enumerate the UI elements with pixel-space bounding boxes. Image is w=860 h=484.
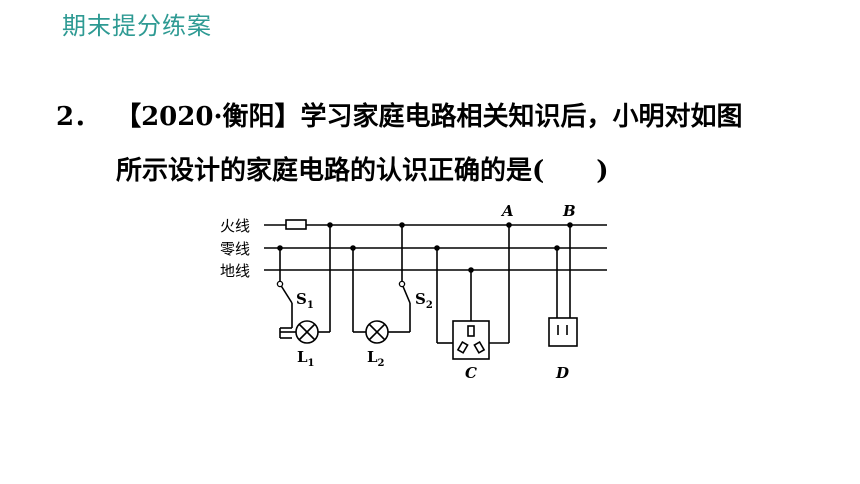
circuit-diagram: 火线 零线 地线 A B C D S1 S2 L1 L2 xyxy=(220,202,607,382)
label-a: A xyxy=(500,202,514,220)
question-block: 2． 【2020·衡阳】学习家庭电路相关知识后，小明对如图 所示设计的家庭电路的认… xyxy=(56,90,846,198)
page-header-title: 期末提分练案 xyxy=(62,12,212,40)
label-s1: S1 xyxy=(296,290,314,311)
question-line-2: 所示设计的家庭电路的认识正确的是( ) xyxy=(116,156,609,186)
fuse xyxy=(285,219,307,230)
label-c: C xyxy=(465,364,477,382)
question-line-1: 2． 【2020·衡阳】学习家庭电路相关知识后，小明对如图 xyxy=(56,90,846,144)
label-b: B xyxy=(562,202,576,220)
question-text-1: 【2020·衡阳】学习家庭电路相关知识后，小明对如图 xyxy=(128,102,743,132)
label-l1: L1 xyxy=(297,348,315,369)
socket-d xyxy=(548,317,578,347)
label-l2: L2 xyxy=(367,348,385,369)
label-neutral-wire: 零线 xyxy=(220,240,250,258)
label-s2: S2 xyxy=(415,290,433,311)
label-ground-wire: 地线 xyxy=(220,262,250,280)
question-number: 2． xyxy=(56,102,101,132)
label-d: D xyxy=(555,364,569,382)
switch-s2 xyxy=(401,283,411,304)
switch-s1 xyxy=(279,283,293,304)
label-live-wire: 火线 xyxy=(220,217,250,235)
